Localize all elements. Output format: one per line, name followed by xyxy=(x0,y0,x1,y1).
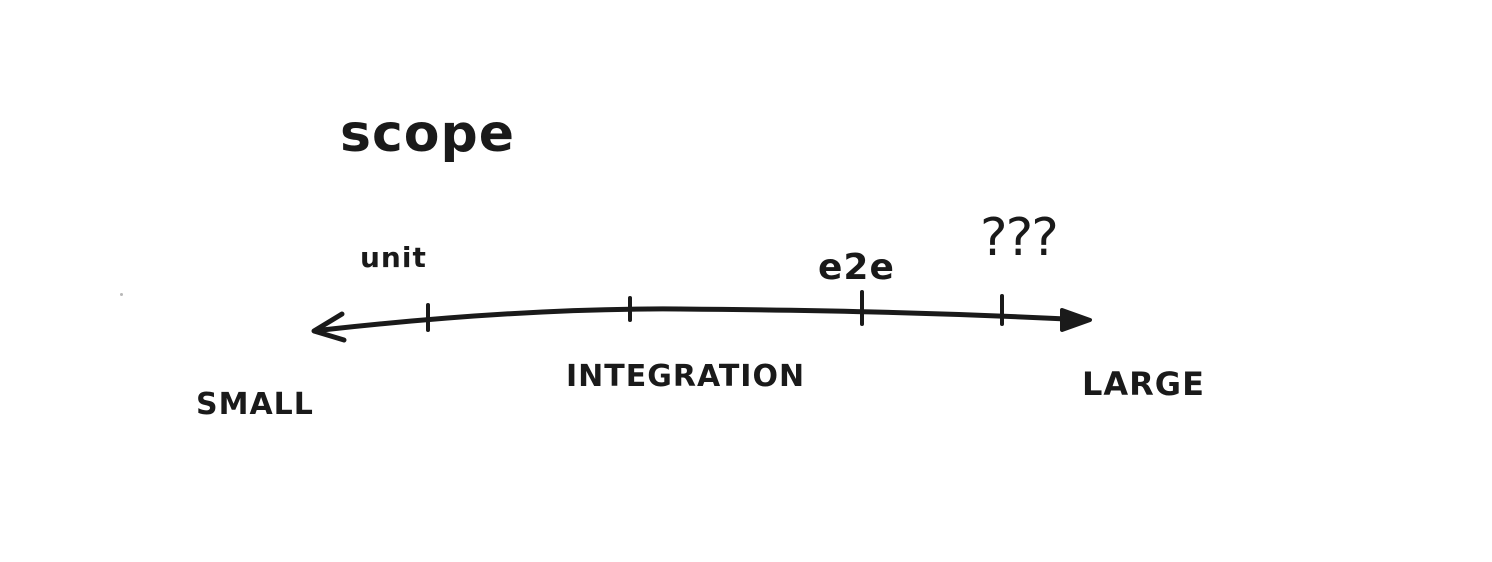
tick-label-integration: INTEGRATION xyxy=(566,359,806,394)
diagram-title: SCOPE xyxy=(340,104,515,164)
axis-left-label: SMALL xyxy=(196,387,314,422)
tick-label-e2e: E2E xyxy=(818,247,895,288)
axis-line xyxy=(319,306,1089,333)
paper-speck xyxy=(120,293,123,296)
tick-label-unit: UNIT xyxy=(360,241,427,274)
axis-right-label: LARGE xyxy=(1082,365,1205,403)
tick-label-unknown: ??? xyxy=(980,208,1059,268)
right-arrowhead xyxy=(1060,308,1092,332)
left-arrowhead xyxy=(311,311,347,343)
